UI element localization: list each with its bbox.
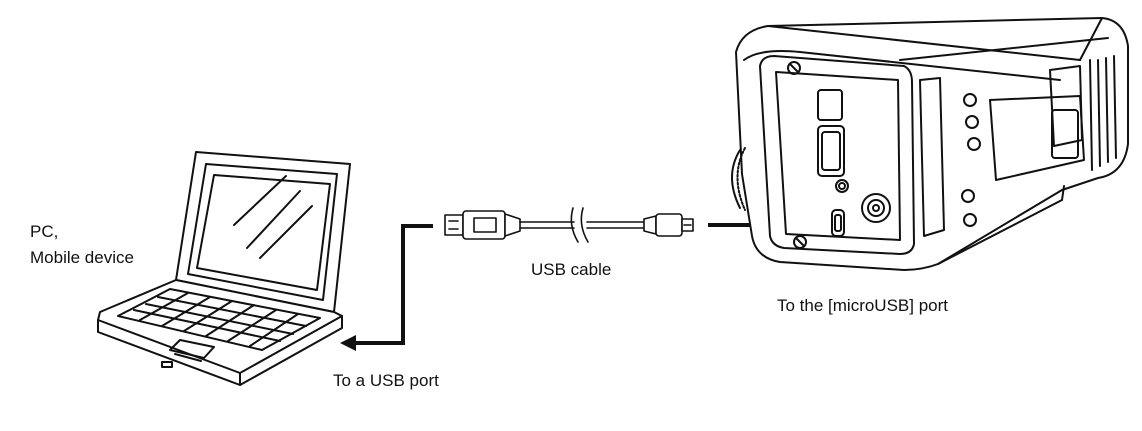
microusb-port-label: To the [microUSB] port bbox=[777, 296, 949, 315]
usb-port-label: To a USB port bbox=[333, 371, 439, 390]
usb-cable-icon bbox=[444, 207, 694, 243]
transceiver-icon bbox=[731, 17, 1129, 271]
laptop-icon bbox=[97, 151, 351, 386]
pc-label: PC, bbox=[30, 222, 59, 241]
usb-cable-label: USB cable bbox=[531, 260, 612, 279]
arrow-to-laptop-icon bbox=[340, 224, 433, 351]
mobile-device-label: Mobile device bbox=[30, 248, 134, 267]
